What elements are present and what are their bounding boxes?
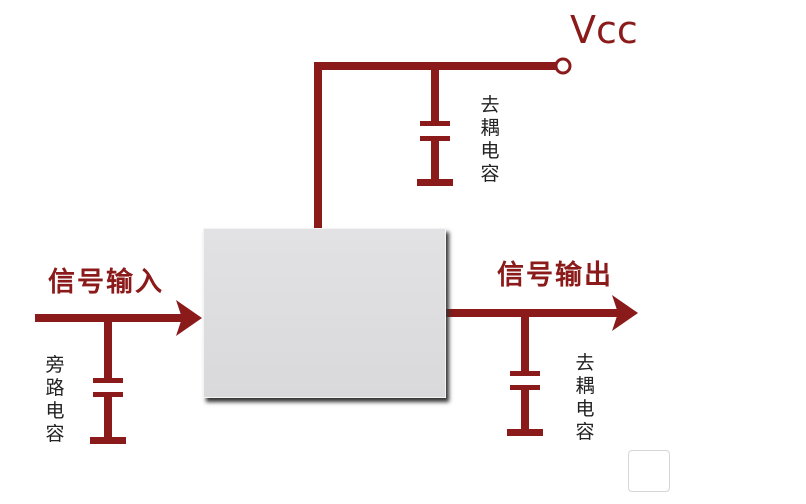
bypass-cap-plate-2 bbox=[93, 392, 123, 397]
output-arrowhead bbox=[612, 295, 638, 331]
decoupling-cap-top-label: 去耦电容 bbox=[480, 94, 500, 185]
vcc-wire bbox=[314, 62, 556, 228]
output-cap-plate-1 bbox=[510, 371, 540, 376]
signal-input-label: 信号输入 bbox=[48, 267, 164, 298]
top-cap-ground bbox=[417, 179, 453, 186]
bypass-cap-label: 旁路电容 bbox=[45, 354, 65, 445]
top-cap-plate-1 bbox=[420, 121, 450, 126]
bypass-cap-ground bbox=[90, 437, 126, 444]
ic-chip-block bbox=[203, 228, 446, 398]
output-cap-ground bbox=[507, 429, 543, 436]
vcc-label: Vcc bbox=[570, 8, 638, 52]
watermark-logo-icon bbox=[628, 450, 670, 492]
input-arrowhead bbox=[176, 300, 202, 336]
decoupling-cap-output-label: 去耦电容 bbox=[575, 352, 595, 443]
vcc-terminal bbox=[554, 57, 572, 75]
output-cap-plate-2 bbox=[510, 385, 540, 390]
signal-output-label: 信号输出 bbox=[497, 260, 613, 291]
bypass-cap-plate-1 bbox=[93, 378, 123, 383]
top-cap-plate-2 bbox=[420, 136, 450, 141]
